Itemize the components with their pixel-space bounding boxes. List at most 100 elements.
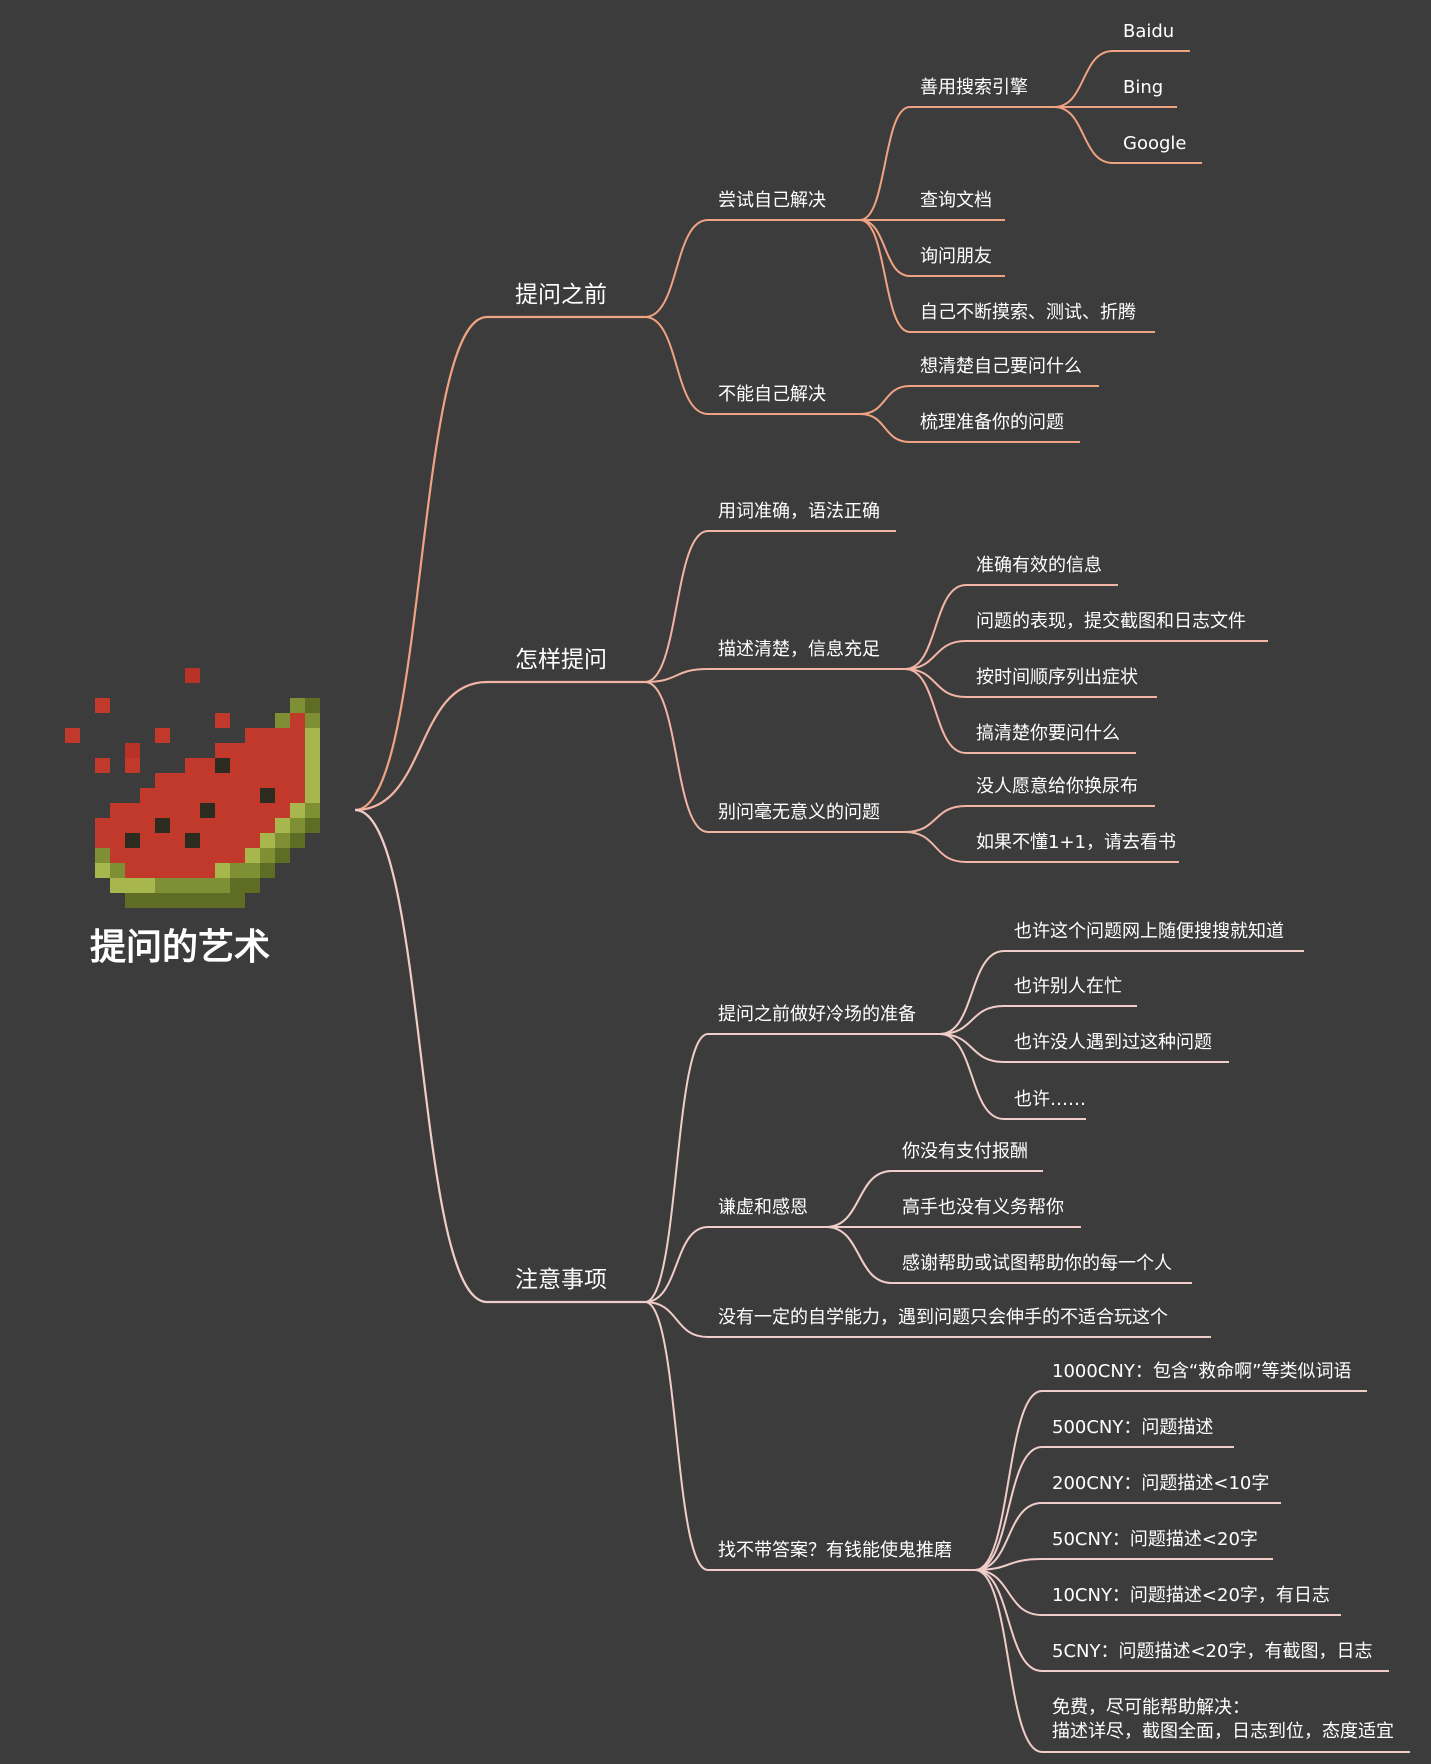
subtopic-label: 500CNY：问题描述 bbox=[1052, 1417, 1214, 1438]
topic-label: 用词准确，语法正确 bbox=[718, 501, 880, 522]
topic-connector bbox=[644, 530, 709, 683]
logo-pixel bbox=[95, 698, 110, 713]
subtopic-connector bbox=[939, 1005, 1005, 1035]
logo-pixel bbox=[140, 893, 155, 908]
logo-pixel bbox=[215, 878, 230, 893]
logo-pixel bbox=[140, 878, 155, 893]
logo-pixel bbox=[275, 743, 290, 758]
logo-pixel bbox=[290, 833, 305, 848]
logo-pixel bbox=[275, 818, 290, 833]
logo-pixel bbox=[110, 848, 125, 863]
logo-pixel bbox=[185, 818, 200, 833]
logo-pixel bbox=[230, 878, 245, 893]
subtopic-label: 也许别人在忙 bbox=[1014, 976, 1122, 997]
subtopic-connector bbox=[974, 1569, 1043, 1616]
logo-pixel bbox=[290, 743, 305, 758]
logo-pixel bbox=[305, 758, 320, 773]
logo-pixel bbox=[290, 713, 305, 728]
logo-pixel bbox=[110, 818, 125, 833]
subtopic-connector bbox=[904, 668, 967, 698]
topic-label: 没有一定的自学能力，遇到问题只会伸手的不适合玩这个 bbox=[718, 1307, 1168, 1328]
logo-pixel bbox=[305, 728, 320, 743]
leaf-label: Bing bbox=[1123, 77, 1164, 98]
leaf-connector bbox=[1053, 106, 1114, 164]
leaf-connector bbox=[1053, 50, 1114, 108]
subtopic-label: 也许…… bbox=[1014, 1089, 1086, 1110]
logo-pixel bbox=[230, 788, 245, 803]
logo-pixel bbox=[230, 848, 245, 863]
logo-pixel bbox=[245, 728, 260, 743]
subtopic-connector bbox=[974, 1569, 1043, 1753]
logo-pixel bbox=[95, 848, 110, 863]
logo-pixel bbox=[200, 788, 215, 803]
logo-pixel bbox=[185, 668, 200, 683]
logo-pixel bbox=[215, 803, 230, 818]
logo-pixel bbox=[95, 833, 110, 848]
logo-pixel bbox=[215, 713, 230, 728]
logo-pixel bbox=[305, 788, 320, 803]
subtopic-label: 询问朋友 bbox=[920, 246, 992, 267]
logo-pixel bbox=[200, 848, 215, 863]
logo-pixel bbox=[95, 758, 110, 773]
logo-pixel bbox=[305, 713, 320, 728]
logo-pixel bbox=[185, 833, 200, 848]
topic-label: 别问毫无意义的问题 bbox=[718, 802, 880, 823]
logo-pixel bbox=[305, 818, 320, 833]
logo-pixel bbox=[125, 863, 140, 878]
logo-pixel bbox=[125, 878, 140, 893]
logo-pixel bbox=[155, 833, 170, 848]
subtopic-connector bbox=[974, 1558, 1043, 1571]
logo-pixel bbox=[200, 758, 215, 773]
root-title: 提问的艺术 bbox=[90, 927, 271, 968]
logo-pixel bbox=[170, 833, 185, 848]
logo-pixel bbox=[170, 803, 185, 818]
logo-pixel bbox=[125, 893, 140, 908]
logo-pixel bbox=[185, 893, 200, 908]
logo-pixel bbox=[260, 743, 275, 758]
logo-pixel bbox=[260, 863, 275, 878]
logo-pixel bbox=[140, 863, 155, 878]
subtopic-connector bbox=[974, 1502, 1043, 1571]
logo-pixel bbox=[305, 773, 320, 788]
logo-pixel bbox=[185, 773, 200, 788]
logo-pixel bbox=[305, 698, 320, 713]
logo-pixel bbox=[185, 863, 200, 878]
logo-pixel bbox=[215, 863, 230, 878]
subtopic-connector bbox=[904, 668, 967, 754]
topic-connector bbox=[644, 681, 709, 833]
logo-pixel bbox=[260, 803, 275, 818]
subtopic-connector bbox=[825, 1226, 893, 1284]
subtopic-connector bbox=[825, 1170, 893, 1228]
subtopic-label: 查询文档 bbox=[920, 190, 992, 211]
logo-pixel bbox=[275, 758, 290, 773]
branch-label: 提问之前 bbox=[515, 282, 607, 308]
subtopic-connector bbox=[939, 1033, 1005, 1120]
branch-connector bbox=[354, 680, 488, 812]
logo-pixel bbox=[260, 788, 275, 803]
logo-pixel bbox=[155, 803, 170, 818]
topic-connector bbox=[644, 1226, 709, 1303]
topic-connector bbox=[644, 1301, 709, 1571]
subtopic-label: 自己不断摸索、测试、折腾 bbox=[920, 302, 1136, 323]
logo-pixel bbox=[125, 818, 140, 833]
logo-pixel bbox=[275, 713, 290, 728]
logo-pixel bbox=[215, 743, 230, 758]
subtopic-label: 你没有支付报酬 bbox=[902, 1141, 1028, 1162]
logo-pixel bbox=[140, 848, 155, 863]
subtopic-label: 也许没人遇到过这种问题 bbox=[1014, 1032, 1212, 1053]
subtopic-label: 感谢帮助或试图帮助你的每一个人 bbox=[902, 1253, 1172, 1274]
logo-pixel bbox=[200, 803, 215, 818]
logo-pixel bbox=[185, 788, 200, 803]
logo-pixel bbox=[110, 803, 125, 818]
topic-label: 不能自己解决 bbox=[718, 384, 826, 405]
logo-pixel bbox=[200, 893, 215, 908]
leaf-label: Google bbox=[1123, 133, 1187, 154]
logo-pixel bbox=[230, 833, 245, 848]
subtopic-connector bbox=[974, 1569, 1043, 1672]
subtopic-label: 按时间顺序列出症状 bbox=[976, 667, 1138, 688]
logo-pixel bbox=[95, 863, 110, 878]
logo-pixel bbox=[230, 863, 245, 878]
logo-pixel bbox=[185, 848, 200, 863]
logo-pixel bbox=[275, 773, 290, 788]
logo-pixel bbox=[140, 803, 155, 818]
